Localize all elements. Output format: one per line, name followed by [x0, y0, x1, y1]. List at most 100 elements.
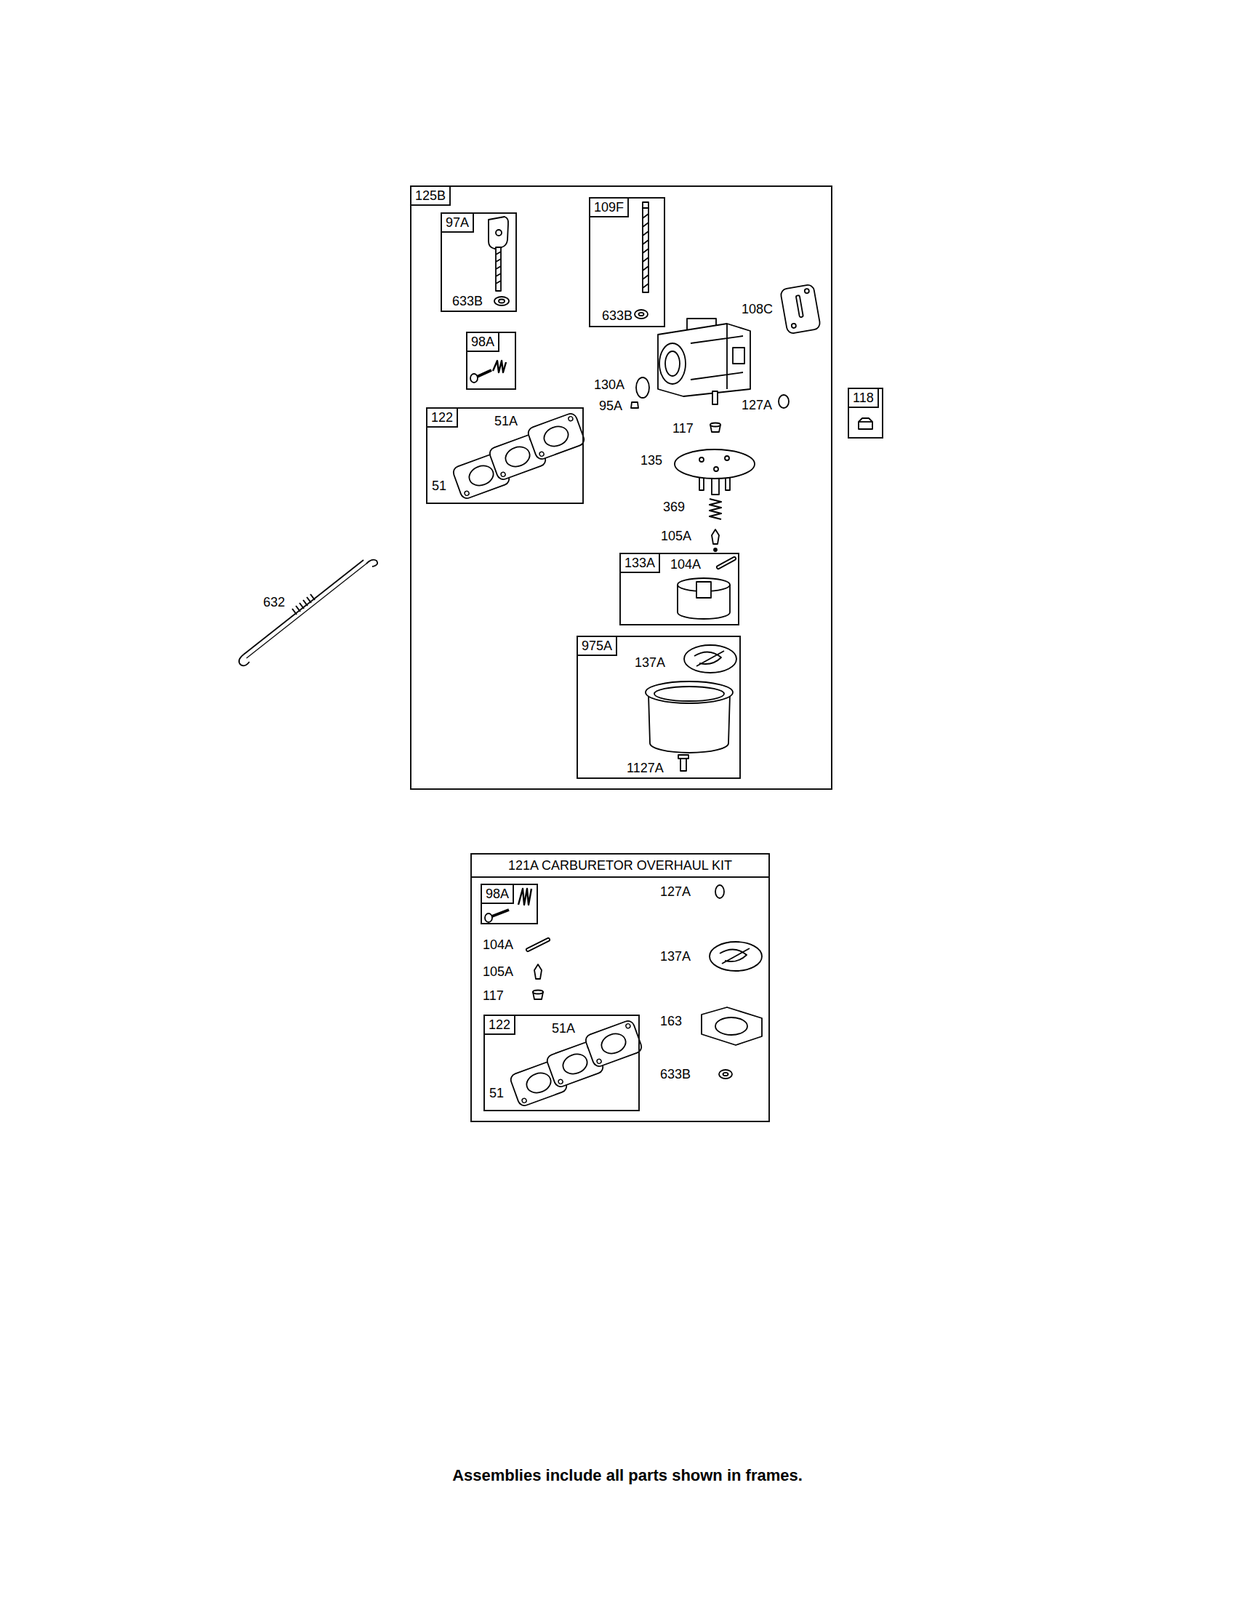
pedestal: [724, 455, 730, 461]
float-pin: [718, 558, 735, 568]
part-number: 51A: [551, 1019, 576, 1036]
throttle-shaft: [634, 202, 649, 319]
parts-frame: 133A104A: [619, 552, 740, 626]
pedestal: [674, 449, 755, 495]
parts-frame: 109F 633B: [588, 197, 666, 328]
governor-link: [292, 593, 315, 615]
gasket-plate: [780, 283, 821, 334]
callout-number: 117: [482, 987, 504, 1004]
part-number: 51A: [494, 412, 518, 429]
plug: [858, 420, 873, 423]
choke-shaft: [495, 251, 501, 284]
callout-number: 633B: [660, 1065, 691, 1082]
assembly-number: 122: [426, 407, 459, 428]
assembly-number: 125B: [410, 185, 451, 206]
float: [677, 577, 730, 619]
callout-number: 108C: [741, 300, 773, 317]
governor-link: [239, 654, 250, 666]
gasket: [701, 1006, 762, 1045]
assembly-number: 98A: [480, 883, 514, 904]
inlet-needle: [534, 964, 542, 979]
float-pin: [718, 558, 735, 568]
governor-link: [246, 563, 367, 658]
float-pin: [718, 558, 735, 568]
parts-frame: 975A137A1127A: [576, 635, 741, 779]
choke-shaft: [495, 247, 501, 291]
choke-shaft: [495, 229, 502, 236]
seal-washer: [723, 1072, 729, 1076]
part-drawing: [239, 202, 873, 1108]
carburetor-body: [732, 347, 745, 364]
callout-number: 104A: [482, 936, 514, 953]
gasket-plate: [780, 283, 821, 334]
jet: [710, 423, 721, 433]
part-drawing: [451, 411, 586, 500]
idle-screw: [470, 373, 478, 383]
o-ring: [778, 394, 789, 408]
pedestal: [674, 449, 755, 479]
float-pin: [527, 939, 549, 950]
governor-link: [239, 559, 378, 666]
jet: [532, 990, 544, 1000]
carburetor-body: [659, 343, 686, 384]
choke-shaft: [498, 299, 505, 304]
callout-number: 135: [640, 452, 663, 469]
callout-number: 127A: [660, 883, 691, 900]
part-number: 51: [489, 1084, 504, 1101]
assembly-number: 97A: [440, 212, 475, 233]
caption: Assemblies include all parts shown in fr…: [452, 1465, 803, 1485]
idle-screw: [492, 360, 506, 373]
idle-screw: [470, 360, 506, 383]
float-pin: [527, 939, 549, 950]
callout-number: 117: [672, 420, 694, 437]
carburetor-body: [712, 391, 718, 405]
choke-shaft: [494, 296, 509, 306]
callout-number: 137A: [660, 948, 691, 965]
float: [696, 581, 712, 598]
part-number: 1127A: [626, 759, 664, 776]
throttle-shaft: [639, 312, 645, 316]
parts-frame: 98A: [480, 883, 538, 925]
bowl-gasket: [694, 650, 725, 666]
gasket-plate: [804, 288, 810, 294]
assembly-number: 118: [847, 387, 879, 408]
float-bowl: [645, 681, 733, 771]
callout-number: 163: [660, 1012, 682, 1029]
bowl-gasket: [709, 941, 762, 971]
part-number: 633B: [601, 307, 633, 324]
kit-title: 121A CARBURETOR OVERHAUL KIT: [471, 854, 769, 878]
part-number: 633B: [452, 292, 483, 309]
float-bowl: [680, 757, 687, 771]
choke-shaft: [488, 216, 509, 306]
pedestal: [699, 457, 704, 462]
seal-washer: [719, 1069, 733, 1079]
screw: [631, 402, 639, 408]
assembly-number: 109F: [588, 197, 629, 218]
plug: [858, 418, 873, 429]
throttle-shaft: [642, 207, 649, 293]
gasket: [701, 1006, 762, 1045]
bowl-gasket: [709, 941, 762, 971]
spring: [709, 498, 722, 520]
float-pin: [527, 939, 549, 950]
governor-link: [366, 559, 378, 567]
pedestal: [713, 466, 719, 472]
carburetor-body: [657, 318, 751, 405]
assembly-number: 975A: [576, 635, 618, 656]
seal-washer: [719, 1069, 733, 1079]
callout-number: 105A: [482, 963, 514, 980]
choke-plate: [636, 377, 650, 398]
callout-number: 127A: [741, 396, 773, 413]
callout-number: 632: [263, 593, 285, 610]
kit-frame: 98A 122 51A 51 121A CARBURETOR OVERHAUL KIT: [470, 852, 770, 1122]
assembly-number: 122: [483, 1014, 516, 1035]
idle-screw: [490, 909, 509, 917]
gasket-plate: [796, 295, 804, 317]
assembly-number: 98A: [466, 331, 500, 352]
float-bowl: [645, 681, 733, 704]
gasket: [715, 1017, 748, 1035]
